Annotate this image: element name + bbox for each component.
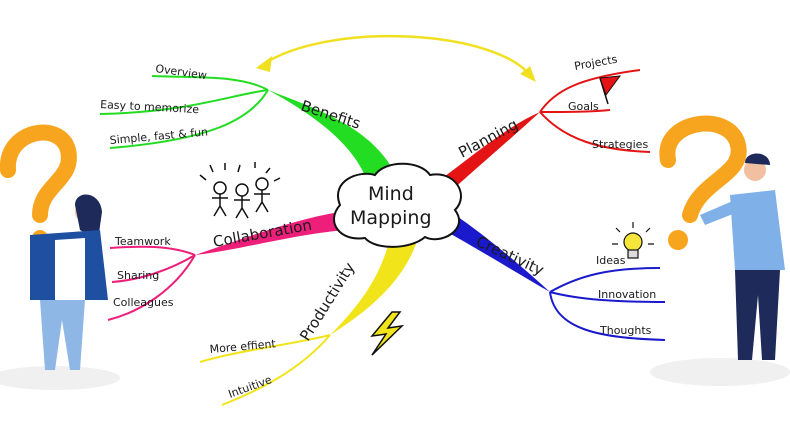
benefits-item-easy-to-memorize: Easy to memorize: [100, 98, 200, 116]
branch-benefits: Benefits Overview Easy to memorize Simpl…: [100, 62, 400, 190]
creativity-item-innovation: Innovation: [598, 288, 656, 301]
question-mark-left-icon: [0, 124, 77, 223]
lightning-icon: [370, 311, 405, 356]
floor-shadow-left: [0, 366, 120, 390]
branch-label-creativity: Creativity: [473, 232, 547, 279]
team-stick-figures-icon: [199, 162, 281, 219]
benefits-item-overview: Overview: [155, 62, 208, 82]
collaboration-item-colleagues: Colleagues: [113, 296, 174, 309]
cycle-arrow: [256, 34, 536, 82]
creativity-item-thoughts: Thoughts: [599, 324, 652, 337]
planning-item-goals: Goals: [568, 100, 599, 113]
center-node: Mind Mapping: [333, 162, 462, 248]
branch-label-collaboration: Collaboration: [212, 216, 314, 251]
question-mark-right-icon: [659, 115, 747, 223]
planning-item-strategies: Strategies: [592, 138, 648, 151]
branch-planning: Planning Projects Goals Strategies: [440, 53, 651, 192]
center-title-line2: Mapping: [350, 207, 432, 229]
branch-productivity: Productivity More effient Intuitive: [199, 238, 418, 406]
person-right-illustration: [659, 115, 785, 360]
lightbulb-icon: [612, 222, 654, 259]
planning-item-projects: Projects: [573, 53, 618, 73]
creativity-item-ideas: Ideas: [596, 254, 626, 267]
collaboration-item-sharing: Sharing: [117, 269, 159, 282]
person-left-illustration: [0, 124, 108, 370]
benefits-item-simple: Simple, fast & fun: [109, 125, 208, 147]
floor-shadow-right: [650, 358, 790, 386]
collaboration-item-teamwork: Teamwork: [114, 235, 171, 248]
branch-creativity: Creativity Ideas Innovation Thoughts: [440, 215, 666, 341]
branch-label-productivity: Productivity: [296, 259, 358, 344]
center-title-line1: Mind: [368, 183, 414, 205]
flag-icon: [599, 75, 622, 105]
branch-collaboration: Collaboration Teamwork Sharing Colleague…: [107, 162, 345, 321]
productivity-item-intuitive: Intuitive: [227, 373, 274, 401]
productivity-item-more-efficient: More effient: [209, 337, 277, 356]
